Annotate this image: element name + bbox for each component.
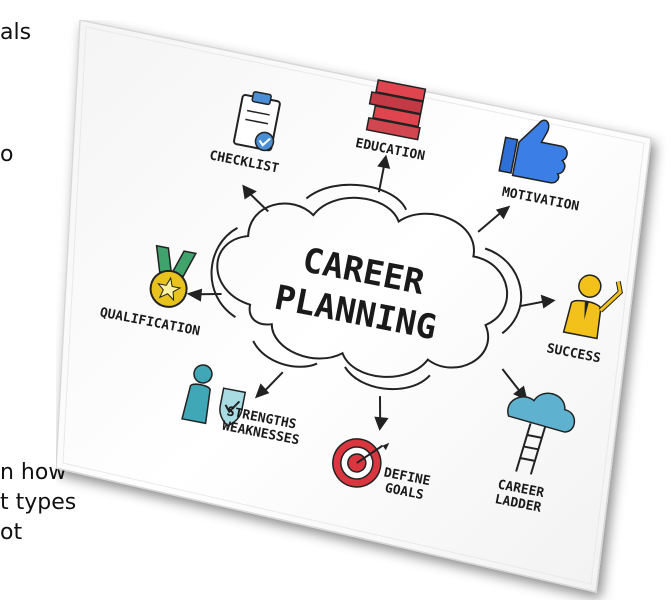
cloud-shape — [210, 183, 523, 391]
background-text-1: als — [0, 20, 32, 45]
career-planning-card: CAREER PLANNING EDUCATION MOTIVATION — [56, 20, 652, 593]
background-text-3: n how — [0, 460, 67, 485]
background-text-5: ot — [0, 520, 23, 545]
cloud-ladder-icon — [507, 392, 576, 475]
connector-arrows — [186, 154, 556, 431]
target-icon — [332, 438, 390, 488]
education-icon — [365, 79, 427, 141]
success-person-icon — [562, 274, 623, 340]
background-text-block: n how t types ot — [0, 458, 76, 548]
clipboard-icon — [233, 91, 281, 152]
medal-icon — [149, 244, 198, 308]
thumbs-up-icon — [498, 119, 568, 184]
background-text-2: o — [0, 142, 14, 167]
background-text-4: t types — [0, 490, 77, 515]
label-goals: GOALS — [384, 481, 425, 503]
strengths-person-icon — [181, 364, 247, 427]
